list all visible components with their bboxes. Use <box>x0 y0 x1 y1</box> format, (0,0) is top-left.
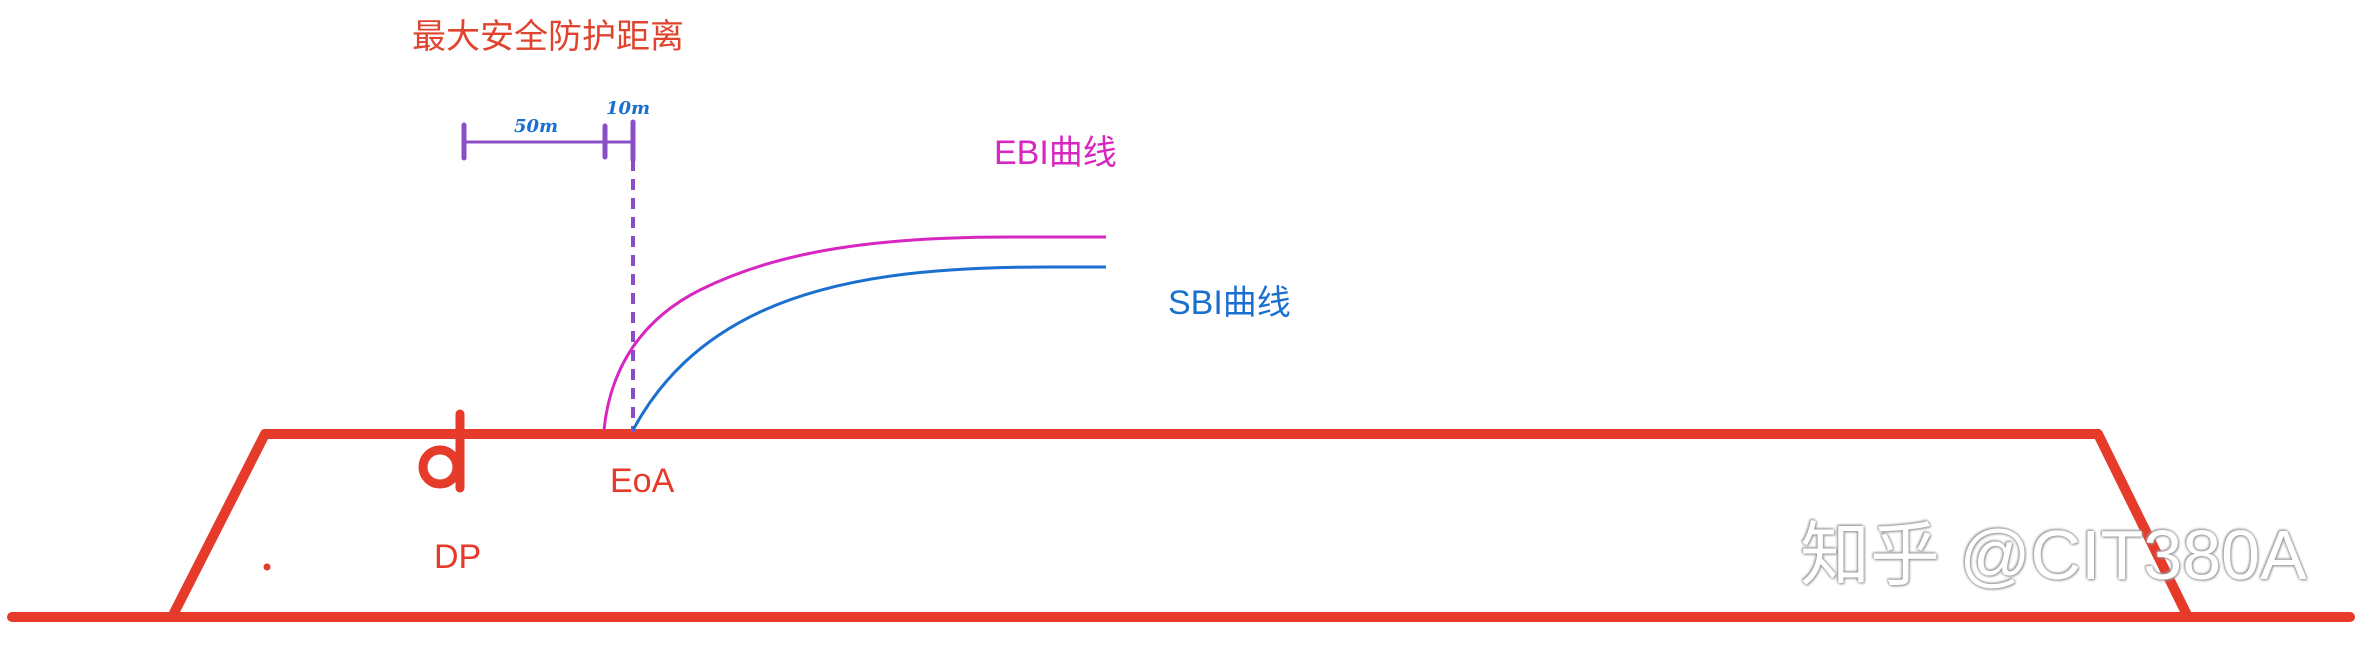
sbi-curve-label: SBI曲线 <box>1168 284 1291 322</box>
watermark: 知乎 @CIT380A <box>1800 516 2307 594</box>
eoa-label: EoA <box>610 462 675 500</box>
distance-10m-label: 10m <box>606 98 651 119</box>
ebi-curve <box>602 235 1106 431</box>
distance-dimension <box>461 119 636 432</box>
page-title: 最大安全防护距离 <box>412 18 684 56</box>
dp-label: DP <box>434 538 482 576</box>
small-dot <box>263 563 271 571</box>
ebi-curve-label: EBI曲线 <box>994 134 1117 172</box>
platform-outline <box>167 429 2193 622</box>
sbi-curve <box>631 265 1106 431</box>
dp-marker <box>418 409 465 493</box>
distance-50m-label: 50m <box>514 116 559 137</box>
dp-marker-ring <box>418 445 462 489</box>
